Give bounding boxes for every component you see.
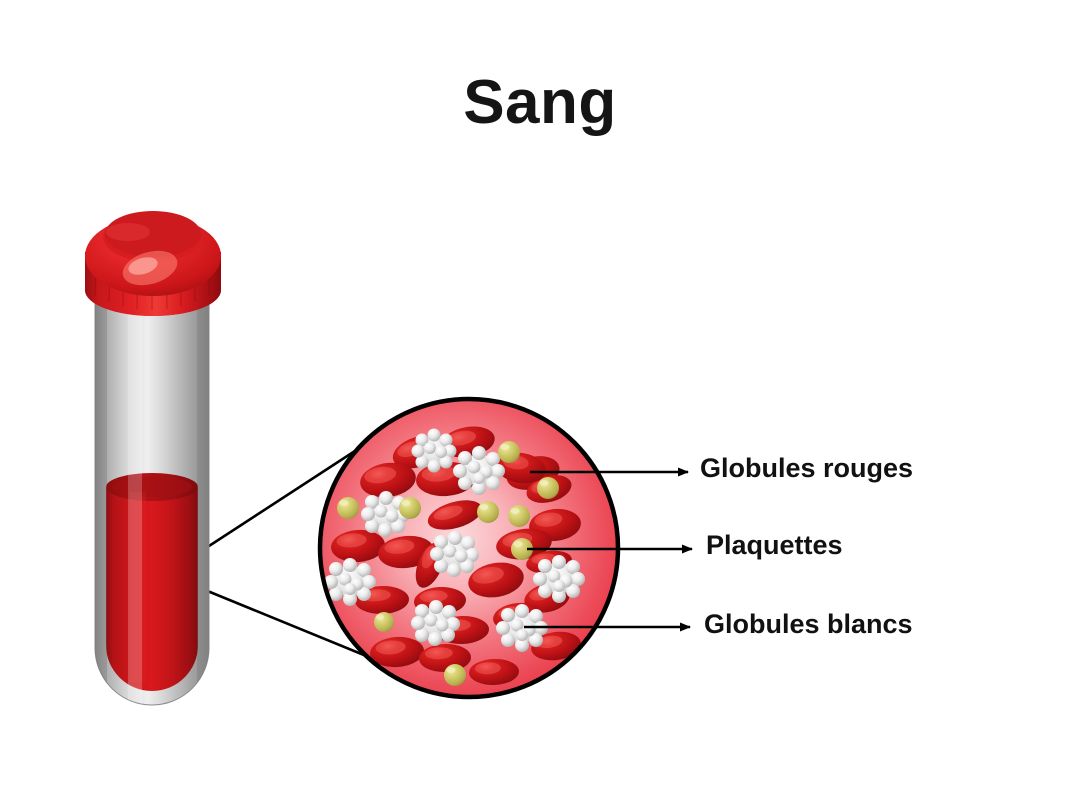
white-blood-cell bbox=[411, 428, 457, 473]
platelets-group bbox=[337, 441, 559, 686]
platelet bbox=[477, 501, 499, 523]
white-blood-cell bbox=[430, 531, 479, 577]
platelet bbox=[337, 497, 359, 519]
tube-cap bbox=[85, 211, 221, 316]
magnified-blood-circle bbox=[317, 396, 621, 700]
blood-collection-tube bbox=[85, 211, 221, 706]
white-blood-cell bbox=[453, 446, 505, 495]
platelet bbox=[374, 612, 394, 632]
white-blood-cell bbox=[324, 558, 376, 606]
white-blood-cell bbox=[533, 555, 585, 603]
platelet bbox=[498, 441, 520, 463]
callout-label-red-blood-cells: Globules rouges bbox=[700, 453, 914, 483]
blood-fill bbox=[106, 473, 198, 691]
platelet bbox=[537, 477, 559, 499]
tube-inner-shading bbox=[95, 300, 209, 705]
platelet bbox=[511, 538, 533, 560]
white-blood-cells-group bbox=[324, 428, 585, 652]
white-blood-cell bbox=[411, 600, 460, 646]
callout-arrows bbox=[524, 467, 693, 632]
callout-label-white-blood-cells: Globules blancs bbox=[704, 609, 913, 639]
platelet bbox=[399, 497, 421, 519]
platelet bbox=[508, 505, 530, 527]
platelet bbox=[444, 664, 466, 686]
page-title: Sang bbox=[463, 68, 617, 137]
callout-label-platelets: Plaquettes bbox=[706, 530, 843, 560]
